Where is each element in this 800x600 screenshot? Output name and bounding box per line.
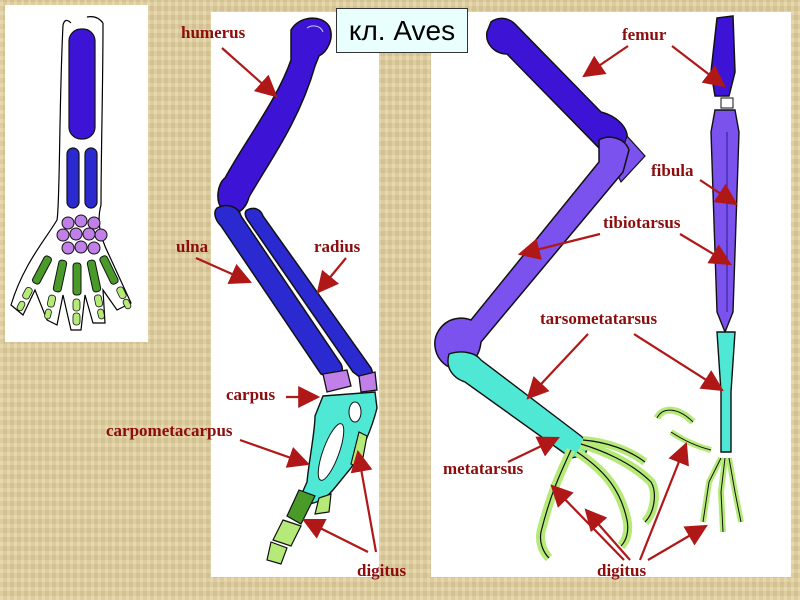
humerus-bone	[217, 17, 332, 215]
zeugopod-bone-1	[66, 147, 80, 209]
leg-skeleton-diagram	[434, 15, 744, 562]
femur-bone-front	[710, 15, 736, 109]
wing-skeleton-diagram	[214, 17, 378, 565]
class-title: кл. Aves	[336, 8, 468, 53]
femur-bone-side	[486, 17, 628, 153]
femur-label: femur	[622, 25, 667, 44]
tarsometatarsus-bone-front	[716, 331, 736, 453]
generalized-limb-panel	[5, 5, 148, 342]
humerus-label: humerus	[181, 23, 246, 42]
wing-panel	[211, 12, 379, 577]
carpometacarpus-bone	[298, 391, 378, 505]
zeugopod-bone-2	[84, 147, 98, 209]
radius-label: radius	[314, 237, 361, 256]
carpometacarpus-label: carpometacarpus	[106, 421, 233, 440]
leg-digitus-bones-front	[653, 406, 744, 533]
stylopod-bone	[68, 28, 96, 140]
digitus-leg-label: digitus	[597, 561, 647, 580]
leg-panel	[431, 12, 791, 577]
generalized-limb-diagram	[10, 16, 132, 331]
tibiotarsus-label: tibiotarsus	[603, 213, 681, 232]
ulna-label: ulna	[176, 237, 209, 256]
tarsometatarsus-label: tarsometatarsus	[540, 309, 658, 328]
carpus-bones	[322, 369, 378, 393]
metatarsus-label: metatarsus	[443, 459, 524, 478]
carpal-bones	[56, 214, 108, 255]
phalanx-bones	[16, 286, 132, 326]
tibiotarsus-bone-side	[434, 136, 630, 370]
digitus-wing-label: digitus	[357, 561, 407, 580]
fibula-label: fibula	[651, 161, 694, 180]
carpus-label: carpus	[226, 385, 276, 404]
metacarpal-bones	[31, 255, 119, 296]
tarsometatarsus-bone-side	[447, 351, 588, 459]
ulna-bone	[214, 204, 343, 380]
tibiotarsus-bone-front	[710, 109, 740, 334]
leg-digitus-bones-side	[536, 436, 659, 562]
